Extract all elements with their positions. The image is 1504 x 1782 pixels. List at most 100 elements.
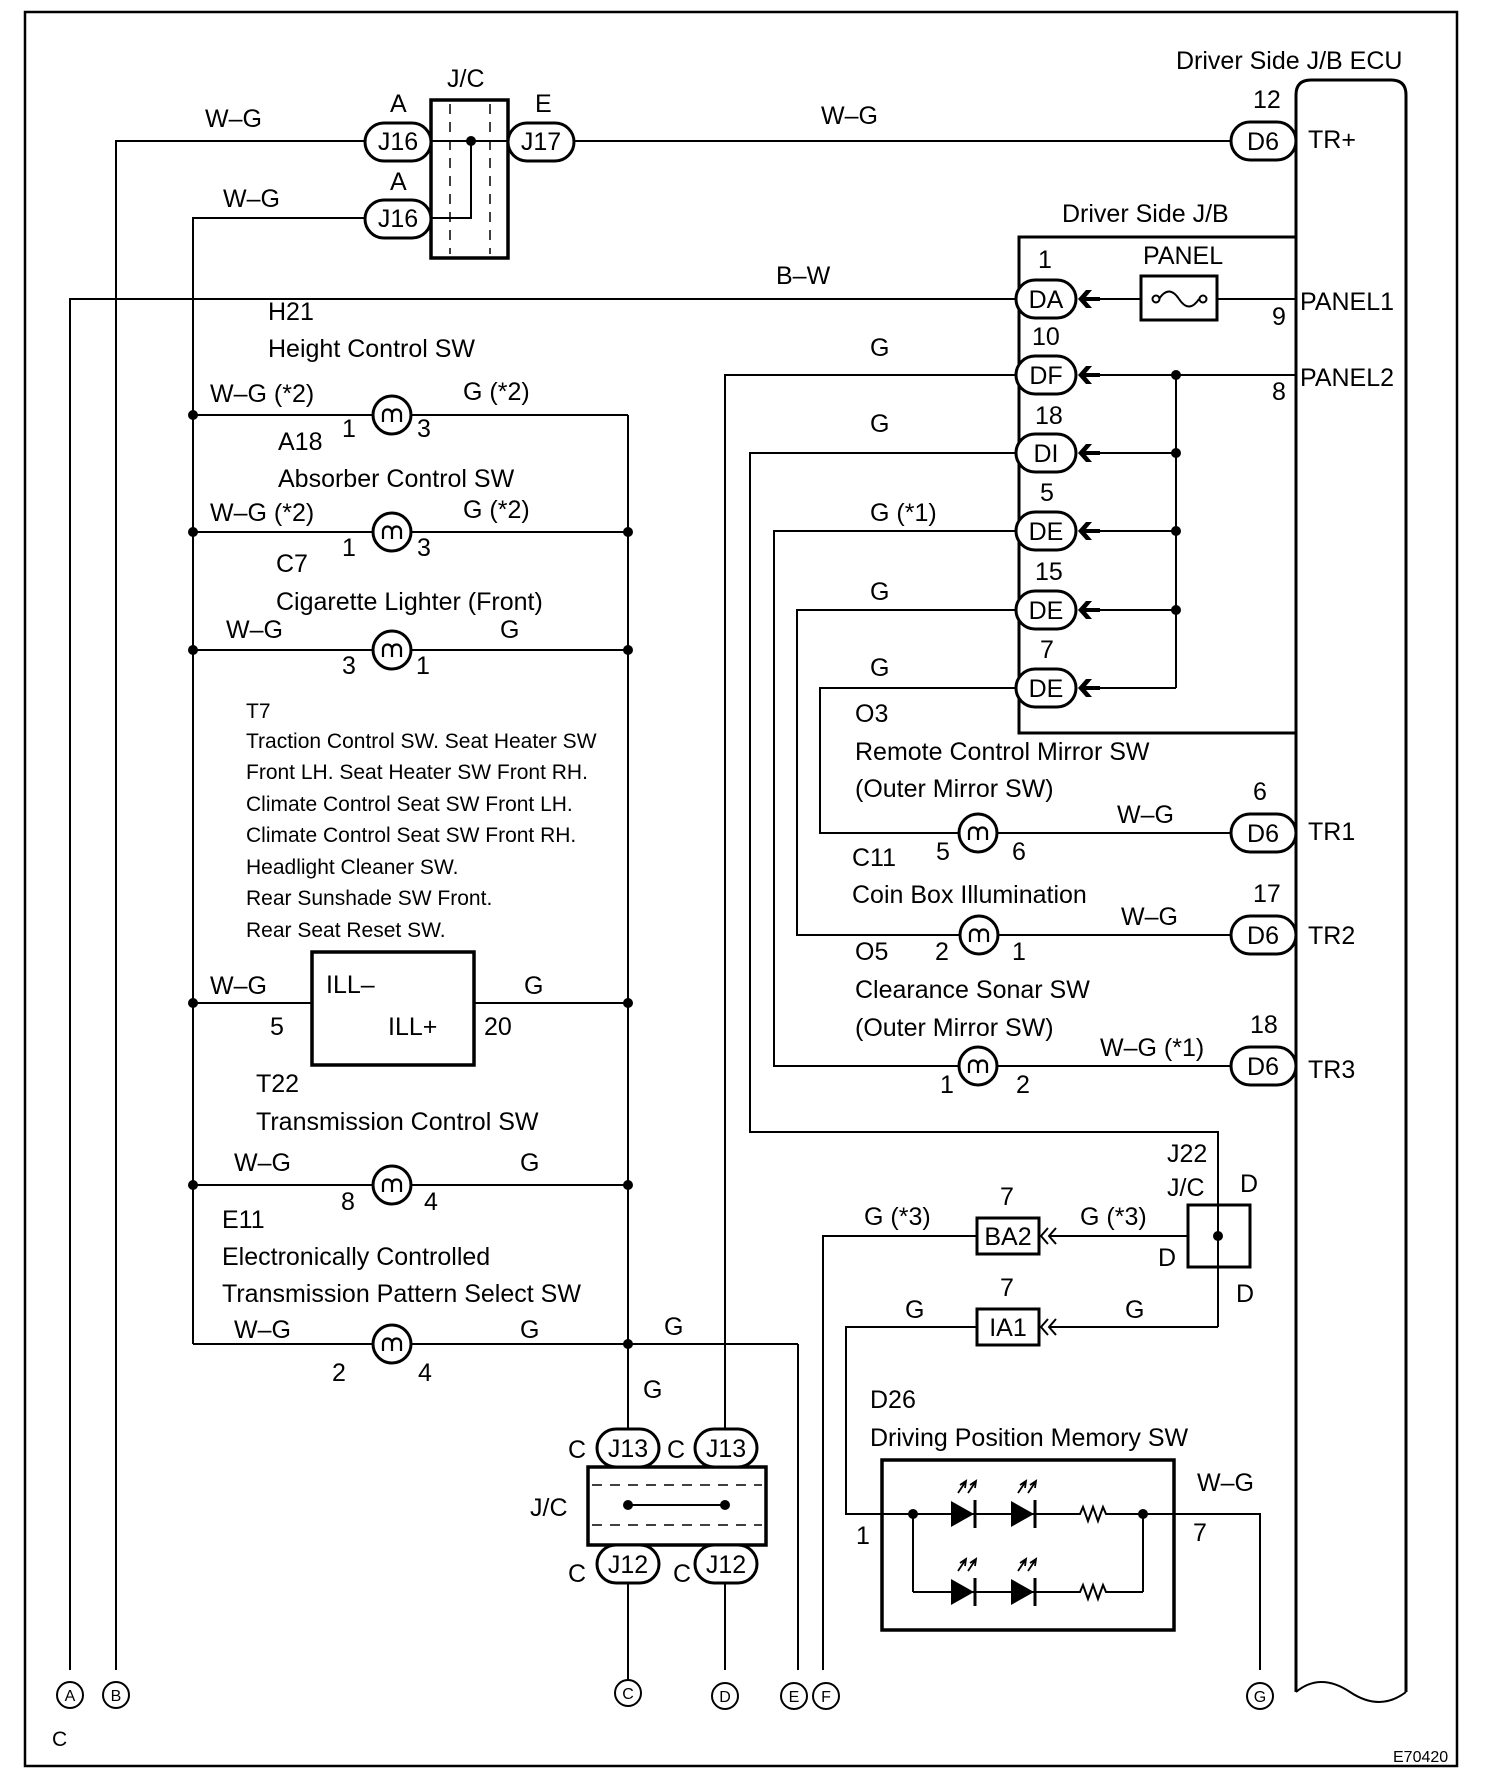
svg-text:W–G: W–G (234, 1316, 291, 1344)
terminal-c: C (614, 1670, 642, 1707)
footnote: C (52, 1728, 67, 1751)
svg-text:W–G: W–G (1121, 903, 1178, 931)
svg-text:Cigarette Lighter (Front): Cigarette Lighter (Front) (276, 588, 543, 616)
connector-j12-2: J12 (693, 1543, 759, 1585)
pin-panel1-label: PANEL1 (1300, 288, 1394, 316)
svg-text:J12: J12 (608, 1551, 648, 1579)
svg-text:7: 7 (1040, 636, 1054, 664)
bulb-o5-icon (957, 1045, 999, 1087)
svg-text:G: G (905, 1296, 924, 1324)
svg-text:Front LH. Seat Heater SW Front: Front LH. Seat Heater SW Front RH. (246, 761, 588, 784)
svg-text:G: G (520, 1149, 539, 1177)
ecu-title: Driver Side J/B ECU (1176, 47, 1402, 75)
svg-text:W–G (*1): W–G (*1) (1100, 1034, 1204, 1062)
svg-text:C11: C11 (852, 844, 896, 872)
svg-text:G (*3): G (*3) (1080, 1203, 1147, 1231)
jc-top-label: J/C (447, 65, 485, 93)
jc-top-box (429, 98, 510, 260)
svg-text:E: E (789, 1689, 800, 1706)
svg-text:Absorber Control SW: Absorber Control SW (278, 465, 515, 493)
jc-bottom-label: J/C (530, 1494, 568, 1522)
svg-text:C: C (568, 1560, 586, 1588)
svg-text:J13: J13 (608, 1435, 648, 1463)
svg-text:Transmission Control SW: Transmission Control SW (256, 1108, 539, 1136)
svg-text:G: G (524, 972, 543, 1000)
svg-text:18: 18 (1250, 1011, 1278, 1039)
connector-j16-a2: J16 (363, 198, 433, 240)
svg-text:5: 5 (270, 1013, 284, 1041)
svg-text:G (*1): G (*1) (870, 499, 937, 527)
svg-text:DA: DA (1029, 286, 1064, 314)
bulb-t22-icon (371, 1164, 413, 1206)
svg-text:J17: J17 (521, 128, 561, 156)
svg-text:E: E (535, 90, 552, 118)
svg-text:18: 18 (1035, 402, 1063, 430)
svg-text:Traction Control SW. Seat Heat: Traction Control SW. Seat Heater SW (246, 730, 597, 753)
svg-text:1: 1 (1012, 938, 1026, 966)
svg-text:C: C (568, 1436, 586, 1464)
pin-tr1-label: TR1 (1308, 818, 1355, 846)
svg-text:W–G: W–G (234, 1149, 291, 1177)
svg-text:Rear Sunshade SW Front.: Rear Sunshade SW Front. (246, 887, 492, 910)
svg-text:A: A (390, 90, 407, 118)
svg-text:2: 2 (935, 938, 949, 966)
svg-text:(Outer Mirror SW): (Outer Mirror SW) (855, 775, 1054, 803)
jb-title: Driver Side J/B (1062, 200, 1229, 228)
svg-text:G: G (500, 616, 519, 644)
pin-tr2-label: TR2 (1308, 922, 1355, 950)
terminal-d: D (711, 1682, 739, 1710)
svg-text:1: 1 (342, 415, 356, 443)
svg-text:10: 10 (1032, 323, 1060, 351)
pin-tr3-label: TR3 (1308, 1056, 1355, 1084)
d26-switch-box (880, 1458, 1176, 1632)
svg-text:3: 3 (342, 652, 356, 680)
svg-text:Transmission Pattern Select SW: Transmission Pattern Select SW (222, 1280, 581, 1308)
diagram-frame (23, 10, 1459, 1768)
svg-text:7: 7 (1000, 1183, 1014, 1211)
panel-fuse-label: PANEL (1143, 242, 1223, 270)
svg-text:DI: DI (1034, 440, 1059, 468)
svg-text:A: A (390, 168, 407, 196)
svg-text:G (*3): G (*3) (864, 1203, 931, 1231)
svg-text:20: 20 (484, 1013, 512, 1041)
svg-text:W–G: W–G (210, 972, 267, 1000)
svg-text:6: 6 (1012, 838, 1026, 866)
svg-text:J16: J16 (378, 128, 418, 156)
svg-text:3: 3 (417, 534, 431, 562)
svg-text:G: G (643, 1376, 662, 1404)
svg-text:Rear Seat Reset SW.: Rear Seat Reset SW. (246, 919, 446, 942)
svg-text:C: C (673, 1560, 691, 1588)
svg-text:T22: T22 (256, 1070, 299, 1098)
svg-text:8: 8 (1272, 378, 1286, 406)
svg-text:J/C: J/C (1167, 1174, 1205, 1202)
jb-connector-de-5: DE (1014, 510, 1078, 552)
bulb-a18-icon (371, 511, 413, 553)
jb-connector-de-15: DE (1014, 589, 1078, 631)
svg-text:IA1: IA1 (989, 1314, 1027, 1342)
connector-d6-tr2: D6 (1229, 914, 1298, 956)
svg-text:E11: E11 (222, 1206, 265, 1234)
svg-text:C: C (667, 1436, 685, 1464)
connector-j13-2: J13 (693, 1427, 759, 1469)
svg-text:J16: J16 (378, 205, 418, 233)
svg-text:12: 12 (1253, 86, 1281, 114)
terminal-f: F (812, 1682, 840, 1710)
svg-text:4: 4 (418, 1359, 432, 1387)
connector-j17-e: J17 (506, 121, 576, 163)
svg-text:6: 6 (1253, 778, 1267, 806)
svg-text:7: 7 (1000, 1274, 1014, 1302)
svg-text:5: 5 (936, 838, 950, 866)
svg-text:ILL–: ILL– (326, 971, 375, 999)
svg-text:1: 1 (1038, 246, 1052, 274)
svg-text:7: 7 (1193, 1519, 1207, 1547)
svg-text:1: 1 (342, 534, 356, 562)
svg-text:D: D (1158, 1244, 1176, 1272)
svg-text:G: G (520, 1316, 539, 1344)
svg-text:17: 17 (1253, 880, 1281, 908)
t7-switch-box (310, 950, 476, 1067)
terminal-b: B (102, 1681, 130, 1709)
svg-text:W–G: W–G (223, 185, 280, 213)
svg-text:DE: DE (1029, 597, 1064, 625)
pin-tr-plus-label: TR+ (1308, 126, 1356, 154)
